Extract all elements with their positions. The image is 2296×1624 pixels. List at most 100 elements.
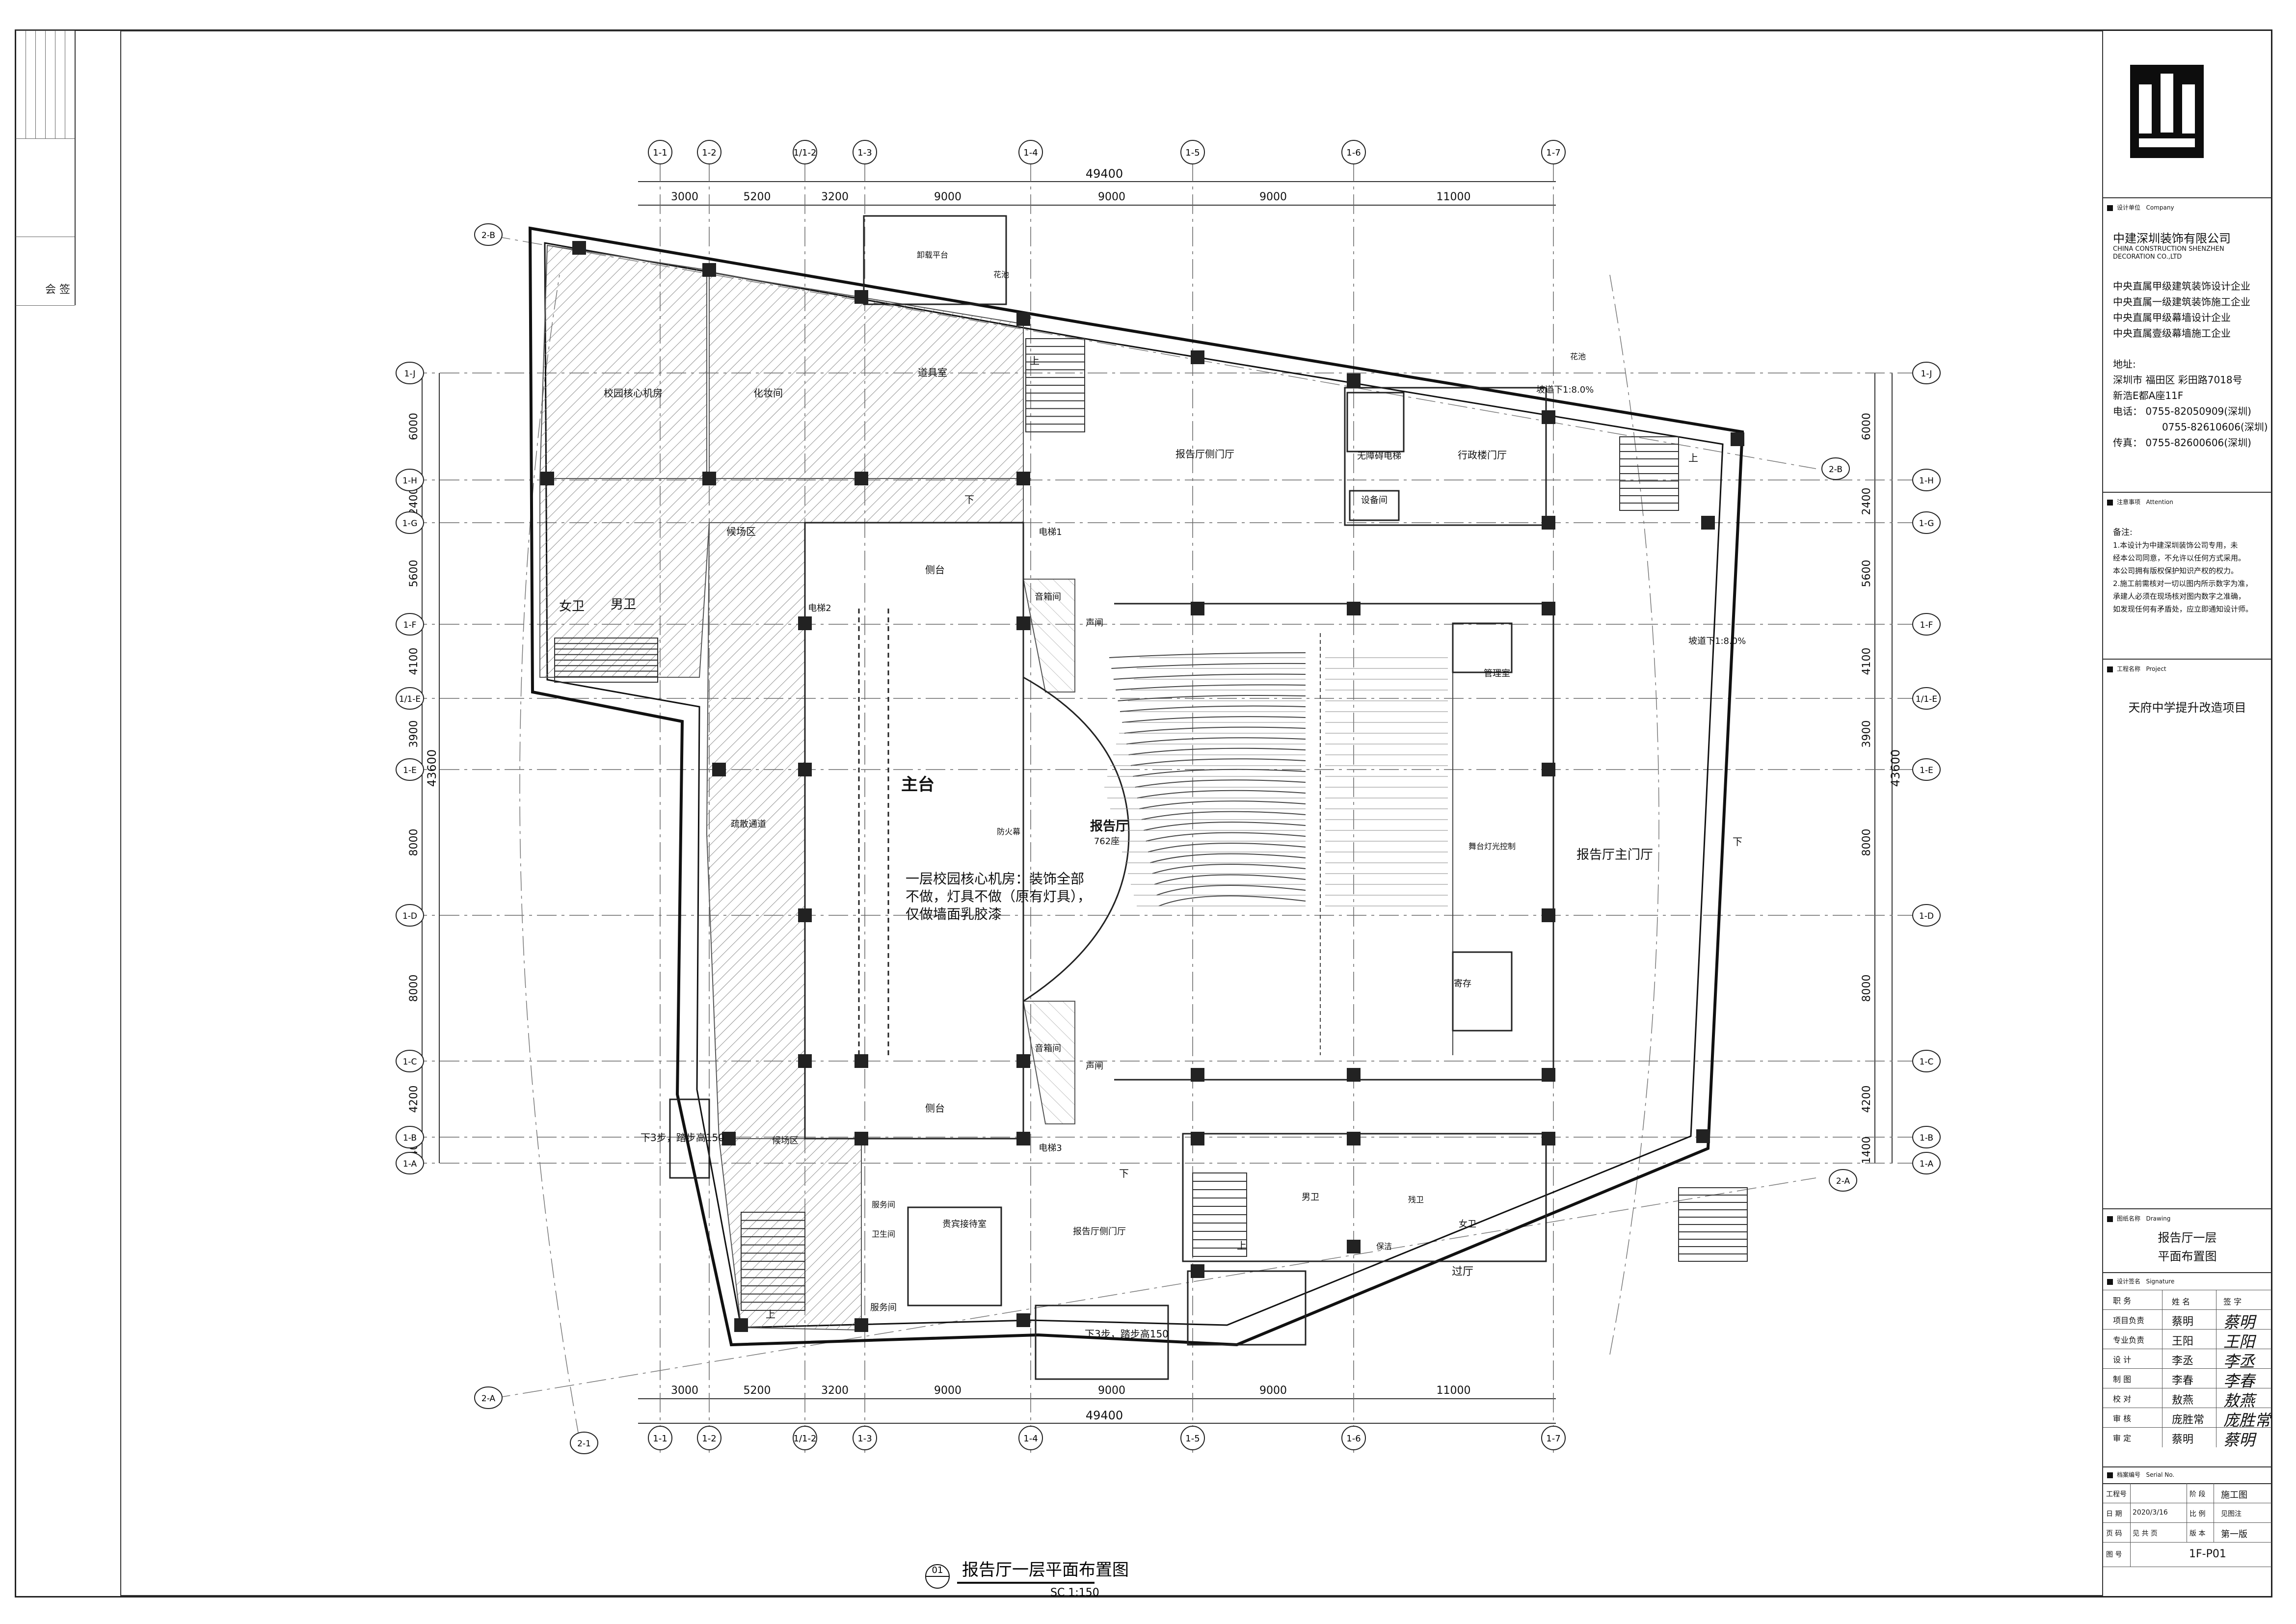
- grid-bubble: 1/1-2: [793, 140, 817, 164]
- company-header-en: Company: [2146, 204, 2174, 211]
- grid-bubble: 1-1: [648, 1426, 672, 1450]
- grid-bubble-label: 1-4: [1023, 1434, 1038, 1444]
- grid-bubble-label: 1-J: [404, 369, 416, 379]
- room-label: 主台: [901, 775, 934, 795]
- sig-name: 蔡明: [2172, 1434, 2194, 1446]
- room-label: 服务间: [872, 1200, 895, 1209]
- room-label: 卫生间: [872, 1229, 895, 1239]
- stair: [1192, 1172, 1247, 1257]
- grid-bubble: 2-A: [1829, 1169, 1857, 1192]
- info-scale: 见图注: [2221, 1510, 2242, 1518]
- sheet-inner-frame: [120, 30, 2103, 1596]
- seat-row: [1111, 663, 1306, 669]
- stage-area: [804, 522, 1130, 1140]
- dim-top: 9000: [1098, 191, 1125, 203]
- attention-line: 如发现任何有矛盾处，应立即通知设计师。: [2113, 605, 2253, 613]
- seat-row: [1139, 800, 1306, 809]
- room-label: 候场区: [772, 1136, 799, 1146]
- grid-bubble-label: 1-7: [1546, 1434, 1560, 1444]
- dim-right: 3900: [1861, 720, 1873, 748]
- building-walls: [528, 226, 1744, 1347]
- dim-left: 8000: [408, 975, 420, 1002]
- sig-signature: 敖燕: [2223, 1391, 2255, 1410]
- room-label: 报告厅: [1090, 819, 1128, 834]
- sig-role: 制 图: [2113, 1375, 2132, 1384]
- room-label: 报告厅侧门厅: [1175, 448, 1234, 460]
- info-scale-label: 比 例: [2189, 1510, 2206, 1518]
- room-label: 电梯1: [1039, 527, 1062, 537]
- phone-line: 0755-82610606(深圳): [2162, 421, 2268, 433]
- sig-signature: 蔡明: [2223, 1313, 2255, 1331]
- seat-row: [1152, 864, 1306, 874]
- grid-bubble: 1-5: [1180, 140, 1205, 164]
- grid-bubble-label: 1-H: [1919, 476, 1934, 486]
- info-table: 工程号 阶 段 施工图 日 期 2020/3/16 比 例 见图注 页 码 见 …: [2103, 1483, 2271, 1581]
- sig-role: 专业负责: [2113, 1335, 2145, 1345]
- sig-signature: 李丞: [2223, 1352, 2255, 1371]
- info-page: 见 共 页: [2133, 1530, 2158, 1538]
- grid-bubble-label: 2-B: [1829, 465, 1842, 475]
- grid-bubble-label: 2-1: [577, 1439, 591, 1449]
- auditorium-seating: [1104, 633, 1453, 1055]
- grid-bubble-label: 1-2: [702, 148, 716, 158]
- grid-bubble: 1-A: [1912, 1152, 1941, 1174]
- dim-right: 2400: [1861, 488, 1873, 515]
- room-label: 管理室: [1484, 668, 1510, 679]
- grid-bubble: 1-E: [1912, 758, 1941, 781]
- grid-bubble-label: 1-6: [1346, 148, 1361, 158]
- column: [798, 1054, 812, 1068]
- grid-bubble-label: 1-D: [1919, 911, 1934, 921]
- qualification-line: 中央直属甲级建筑装饰设计企业: [2113, 280, 2250, 292]
- note-line: 不做，灯具不做（原有灯具），: [906, 888, 1091, 905]
- grid-bubble-label: 1-G: [402, 519, 418, 529]
- room-label: 男卫: [1302, 1192, 1319, 1202]
- room-label: 侧台: [925, 564, 945, 576]
- stair-label: 上: [1030, 355, 1040, 367]
- stair-label: 下: [1119, 1168, 1129, 1179]
- company-name: 中建深圳装饰有限公司: [2113, 232, 2231, 245]
- grid-bubble-label: 1-F: [403, 620, 417, 630]
- grid-bubble: 1-2: [697, 1426, 721, 1450]
- attention-line: 2.施工前需核对一切以图内所示数字为准，: [2113, 579, 2253, 588]
- grid-bubble: 1-6: [1341, 140, 1366, 164]
- column: [1347, 373, 1361, 387]
- grid-bubble: 1-G: [396, 511, 424, 534]
- column: [1016, 472, 1030, 485]
- steps-note: 下3步，踏步高150: [641, 1132, 724, 1144]
- signature-row: 设 计李丞李丞: [2103, 1349, 2271, 1371]
- grid-bubble: 1-C: [1912, 1050, 1941, 1072]
- sig-name: 王阳: [2172, 1335, 2194, 1348]
- dim-left: 5600: [408, 560, 420, 587]
- grid-bubble-label: 1/1-E: [1916, 694, 1937, 704]
- room-label: 服务间: [870, 1303, 897, 1313]
- grid-bubble: 1-B: [1912, 1126, 1941, 1148]
- grid-bubble: 1-6: [1341, 1426, 1366, 1450]
- room-label: 保洁: [1376, 1242, 1392, 1251]
- sig-role: 项目负责: [2113, 1316, 2145, 1325]
- project-header: 工程名称: [2117, 666, 2141, 672]
- drawing-name-2: 平面布置图: [2158, 1250, 2217, 1263]
- room-label: 报告厅侧门厅: [1073, 1226, 1126, 1237]
- column: [1016, 312, 1030, 326]
- dim-top: 11000: [1437, 191, 1471, 203]
- dim-left: 3900: [408, 720, 420, 748]
- column: [854, 1132, 868, 1145]
- grid-bubble-label: 1-G: [1919, 519, 1934, 529]
- seat-row: [1116, 684, 1306, 691]
- sig-signature: 蔡明: [2223, 1431, 2255, 1449]
- drawing-title: 报告厅一层平面布置图: [962, 1560, 1129, 1580]
- stair: [554, 638, 658, 683]
- sig-signature: 王阳: [2223, 1332, 2255, 1351]
- room-label: 花池: [1570, 352, 1586, 361]
- grid-bubble-label: 1-1: [653, 148, 667, 158]
- grid-bubble: 2-B: [1821, 457, 1850, 480]
- room-label: 寄存: [1454, 979, 1471, 989]
- grid-bubble: 1-J: [1912, 362, 1941, 384]
- sig-name: 李春: [2172, 1375, 2194, 1387]
- dim-top: 3000: [671, 191, 698, 203]
- grid-bubble: 1-C: [396, 1050, 424, 1072]
- grid-bubble: 2-B: [474, 223, 503, 246]
- seat-row: [1135, 779, 1306, 788]
- column: [1016, 1313, 1030, 1327]
- grid-bubble: 1-3: [853, 140, 877, 164]
